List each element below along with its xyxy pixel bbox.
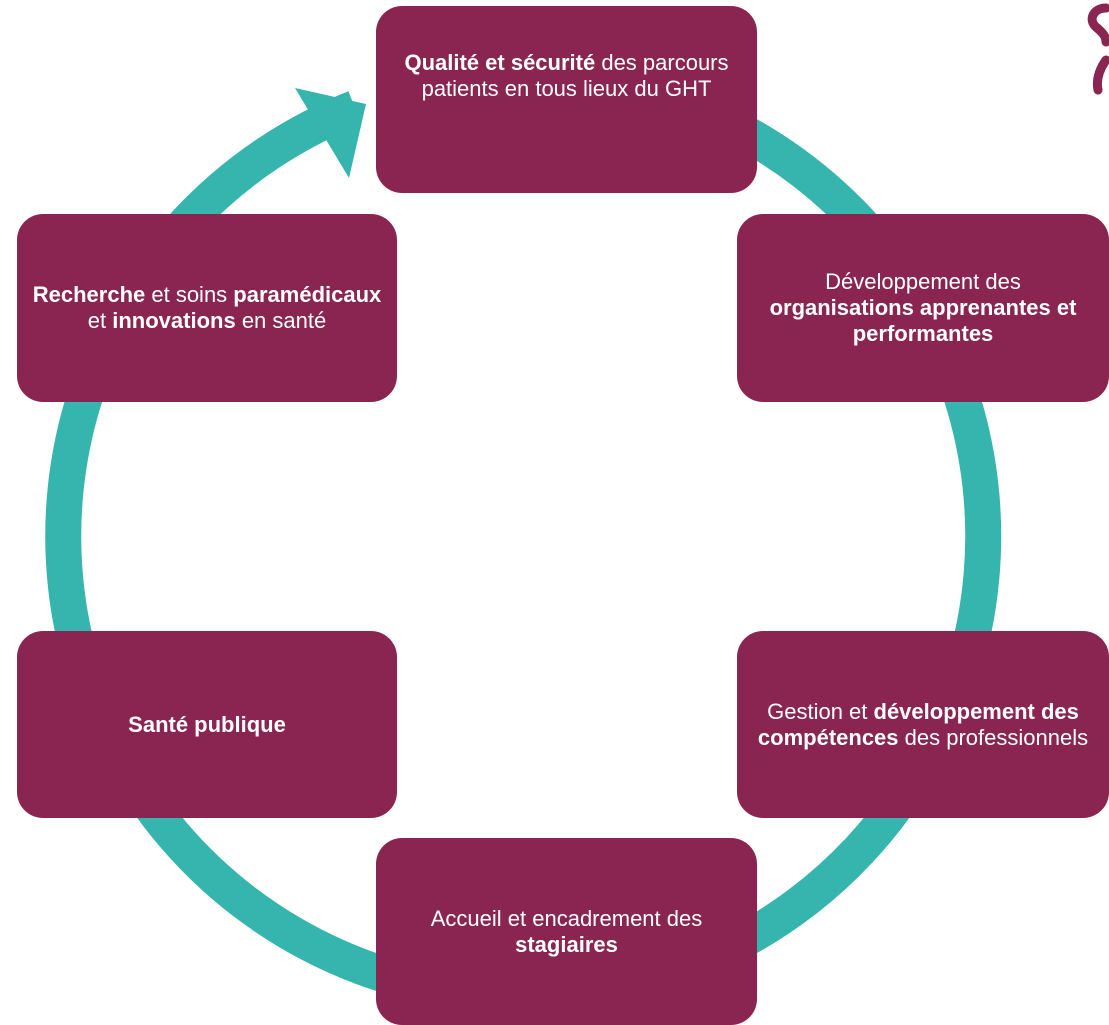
node-label: Gestion et développement des compétences… — [751, 699, 1095, 751]
label-segment: Développement des — [825, 269, 1021, 294]
label-bold-segment: organisations apprenantes et performante… — [769, 295, 1077, 346]
node-recherche: Recherche et soins paramédicaux et innov… — [17, 214, 397, 402]
node-label: Santé publique — [128, 712, 286, 738]
node-label: Développement des organisations apprenan… — [751, 269, 1095, 347]
node-stagiaires: Accueil et encadrement des stagiaires — [376, 838, 757, 1025]
label-segment: des parcours patients en tous lieux du G… — [421, 50, 729, 101]
label-segment: des professionnels — [898, 724, 1089, 750]
node-qualite-securite: Qualité et sécurité des parcours patient… — [376, 6, 757, 193]
label-bold-segment: paramédicaux — [233, 282, 382, 307]
node-label: Accueil et encadrement des stagiaires — [390, 906, 743, 958]
label-segment: Accueil et encadrement des — [430, 905, 703, 931]
label-segment: en santé — [235, 308, 327, 333]
node-label: Qualité et sécurité des parcours patient… — [390, 50, 743, 102]
node-label: Recherche et soins paramédicaux et innov… — [31, 282, 383, 334]
label-bold-segment: innovations — [112, 308, 236, 333]
label-segment: et soins — [145, 282, 234, 307]
label-bold-segment: stagiaires — [515, 931, 618, 957]
label-bold-segment: Qualité et sécurité — [404, 50, 596, 75]
cycle-arrow-head — [295, 88, 366, 178]
label-segment: Gestion et — [767, 698, 874, 724]
logo-fragment-icon — [1087, 3, 1109, 95]
node-sante-publique: Santé publique — [17, 631, 397, 818]
label-bold-segment: Santé publique — [128, 711, 286, 737]
node-organisations: Développement des organisations apprenan… — [737, 214, 1109, 402]
label-segment: et — [87, 308, 113, 333]
label-bold-segment: développement des compétences — [757, 698, 1079, 750]
node-competences: Gestion et développement des compétences… — [737, 631, 1109, 818]
logo-stroke-top — [1087, 3, 1109, 47]
label-bold-segment: Recherche — [32, 282, 146, 307]
logo-stroke-bottom — [1092, 55, 1109, 95]
